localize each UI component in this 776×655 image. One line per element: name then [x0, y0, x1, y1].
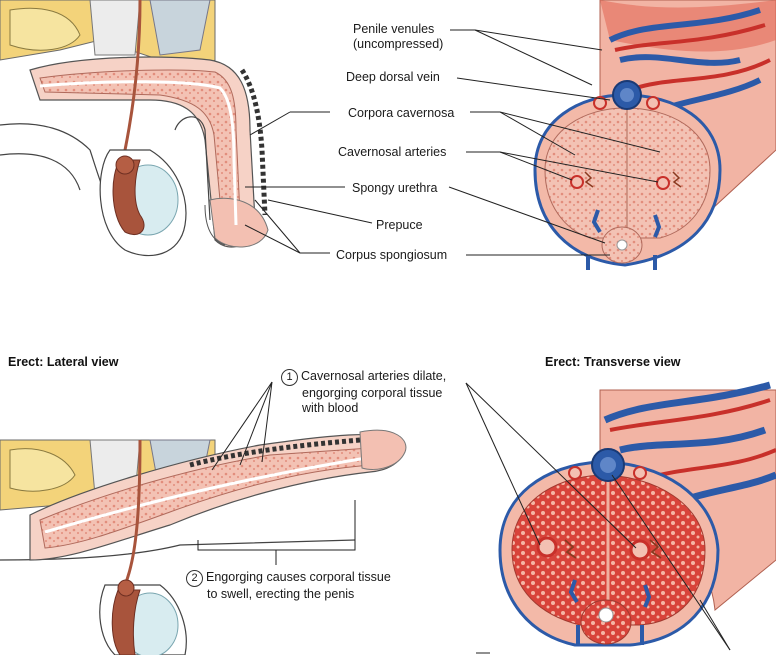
label-cavernosal-arteries: Cavernosal arteries [338, 145, 447, 159]
label-prepuce: Prepuce [376, 218, 423, 232]
label-corpus-spongiosum: Corpus spongiosum [336, 248, 448, 262]
heading-erect-transverse: Erect: Transverse view [545, 355, 681, 369]
label-penile-venules: Penile venules [353, 22, 435, 36]
label-spongy-urethra: Spongy urethra [352, 181, 438, 195]
step-2-line1: Engorging causes corporal tissue [206, 570, 391, 584]
erect-leader-lines [197, 381, 356, 565]
step-2-line2: to swell, erecting the penis [207, 587, 355, 601]
label-deep-dorsal-vein: Deep dorsal vein [346, 70, 440, 84]
flaccid-lateral-view [0, 0, 269, 257]
step-2-number: 2 [186, 570, 203, 587]
flaccid-transverse-view [533, 0, 776, 270]
step-1-line3: with blood [302, 401, 359, 415]
transverse-leader-lines [448, 29, 661, 256]
erect-transverse-view [498, 381, 776, 647]
label-uncompressed: (uncompressed) [353, 37, 444, 51]
step-1-line2: engorging corporal tissue [302, 386, 443, 400]
flaccid-leader-lines [244, 111, 373, 254]
step-1-line1: Cavernosal arteries dilate, [301, 369, 447, 383]
erect-transverse-leader-lines [465, 382, 731, 654]
heading-erect-lateral: Erect: Lateral view [8, 355, 119, 369]
erect-lateral-view [0, 429, 407, 655]
step-1-number: 1 [281, 369, 298, 386]
label-corpora-cavernosa: Corpora cavernosa [348, 106, 455, 120]
